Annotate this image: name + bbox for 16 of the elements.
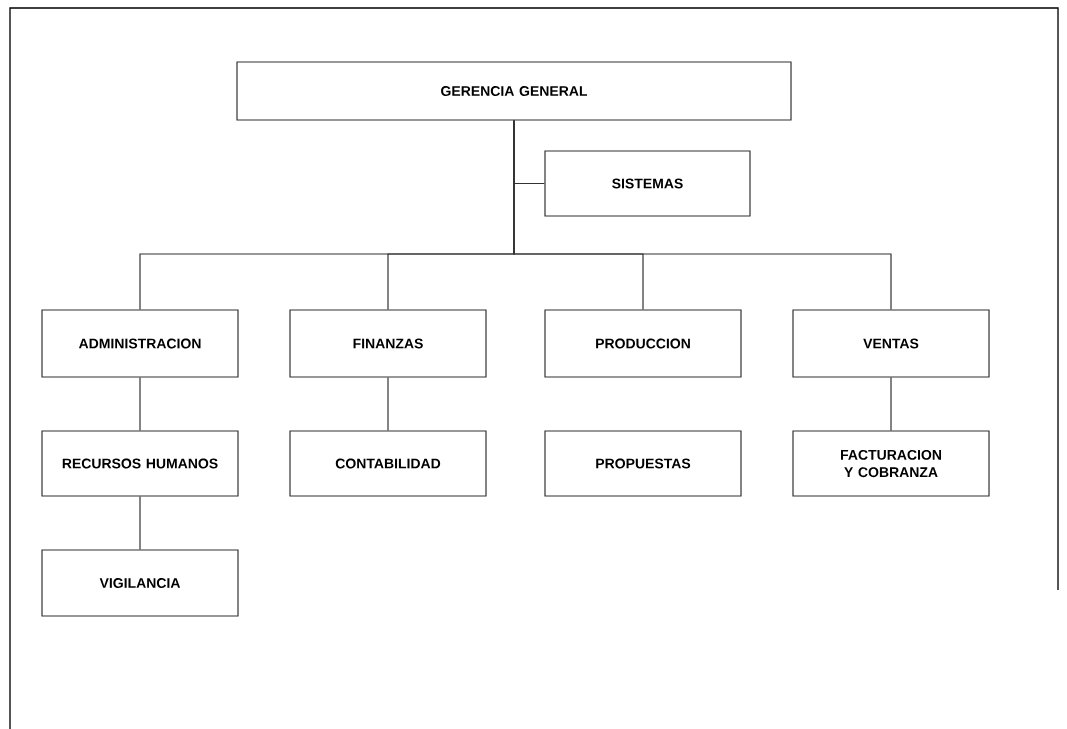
connector-line <box>513 120 892 310</box>
connector-line <box>387 377 389 431</box>
org-box: VENTAS <box>792 309 990 378</box>
connector-line <box>139 496 141 550</box>
org-box: VIGILANCIA <box>41 549 239 617</box>
org-box: RECURSOS HUMANOS <box>41 430 239 497</box>
org-box: FACTURACION Y COBRANZA <box>792 430 990 497</box>
org-box: FINANZAS <box>289 309 487 378</box>
org-box: PRODUCCION <box>544 309 742 378</box>
org-box: CONTABILIDAD <box>289 430 487 497</box>
org-box: GERENCIA GENERAL <box>236 61 792 121</box>
connector-line <box>890 377 892 431</box>
org-box: ADMINISTRACION <box>41 309 239 378</box>
org-box: SISTEMAS <box>544 150 751 217</box>
org-box: PROPUESTAS <box>544 430 742 497</box>
connector-line <box>139 377 141 431</box>
